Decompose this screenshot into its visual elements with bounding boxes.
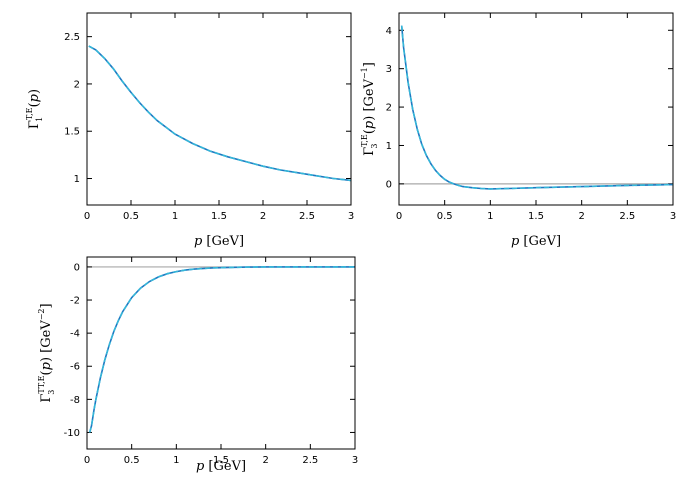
x-tick-label: 1.5 xyxy=(211,211,227,222)
y-label-subscript: 1 xyxy=(35,117,44,122)
y-tick-label: 4 xyxy=(386,26,392,37)
series-line-solid xyxy=(88,266,355,433)
y-label-subscript: 3 xyxy=(47,390,56,395)
x-tick-label: 0 xyxy=(396,211,402,222)
plot-frame xyxy=(86,256,356,450)
y-axis-label: ΓTT,E3 (p) [GeV−2] xyxy=(37,303,56,402)
y-label-argument: (p) xyxy=(27,89,42,107)
x-tick-label: 2 xyxy=(578,211,584,222)
y-tick-label: -2 xyxy=(70,296,80,307)
x-axis-label: p [GeV] xyxy=(511,234,561,249)
y-label-variable: p xyxy=(362,120,377,129)
y-label-unit: ) [GeV xyxy=(362,78,377,120)
x-axis-unit: [GeV] xyxy=(202,234,244,249)
series-line-solid xyxy=(400,25,674,190)
plot-frame xyxy=(86,12,352,206)
y-tick-label: 2.5 xyxy=(64,32,80,43)
y-label-variable: p xyxy=(39,361,54,370)
y-label-superscript: T,E xyxy=(360,134,369,147)
series-line-dashed xyxy=(400,25,674,190)
y-label-superscript: T,E xyxy=(25,107,34,120)
x-axis-label: p [GeV] xyxy=(194,234,244,249)
x-axis-unit: [GeV] xyxy=(519,234,561,249)
series-line-solid xyxy=(88,45,352,182)
y-label-paren-open: ( xyxy=(39,370,54,375)
y-label-gamma: Γ xyxy=(362,147,377,156)
y-tick-label: 0 xyxy=(386,179,392,190)
x-tick-label: 1.5 xyxy=(528,211,544,222)
x-tick-label: 1 xyxy=(173,455,179,466)
y-tick-label: 1 xyxy=(74,174,80,185)
x-axis-variable: p xyxy=(511,234,520,249)
y-label-bracket-close: ] xyxy=(39,303,54,308)
x-tick-label: 3 xyxy=(670,211,676,222)
y-label-bracket-close: ] xyxy=(362,62,377,67)
x-tick-label: 0.5 xyxy=(124,455,140,466)
y-tick-label: 0 xyxy=(74,262,80,273)
y-tick-label: 1 xyxy=(386,141,392,152)
x-tick-label: 0 xyxy=(84,455,90,466)
x-tick-label: 1 xyxy=(172,211,178,222)
y-label-unit-exponent: −2 xyxy=(37,308,46,320)
x-tick-label: 3 xyxy=(348,211,354,222)
y-tick-label: 3 xyxy=(386,64,392,75)
y-label-unit: ) xyxy=(27,89,42,94)
y-label-subscript: 3 xyxy=(370,144,379,149)
y-tick-label: -4 xyxy=(70,329,80,340)
y-label-paren-open: ( xyxy=(27,102,42,107)
x-tick-label: 2.5 xyxy=(619,211,635,222)
x-tick-label: 0.5 xyxy=(437,211,453,222)
y-label-paren-open: ( xyxy=(362,129,377,134)
y-label-gamma: Γ xyxy=(39,394,54,403)
x-axis-variable: p xyxy=(196,459,205,474)
y-tick-label: -10 xyxy=(64,428,80,439)
y-label-superscript: TT,E xyxy=(37,375,46,393)
x-axis-variable: p xyxy=(194,234,203,249)
y-axis-label: ΓT,E3 (p) [GeV−1] xyxy=(360,62,379,156)
y-label-argument: (p) [GeV xyxy=(39,320,54,376)
x-tick-label: 3 xyxy=(352,455,358,466)
x-tick-label: 2.5 xyxy=(299,211,315,222)
x-axis-unit: [GeV] xyxy=(204,459,246,474)
y-axis-label: ΓT,E1 (p) xyxy=(25,89,44,129)
x-tick-label: 2 xyxy=(262,455,268,466)
y-label-argument: (p) [GeV xyxy=(362,78,377,134)
x-tick-label: 1.5 xyxy=(213,455,229,466)
series-line-dashed xyxy=(88,45,352,182)
x-tick-label: 2.5 xyxy=(302,455,318,466)
y-label-unit: ) [GeV xyxy=(39,320,54,362)
y-label-variable: p xyxy=(27,93,42,102)
series-line-dashed xyxy=(88,266,355,433)
y-label-unit-exponent: −1 xyxy=(360,67,369,79)
x-tick-label: 0 xyxy=(84,211,90,222)
x-tick-label: 0.5 xyxy=(123,211,139,222)
y-label-gamma: Γ xyxy=(27,120,42,129)
x-tick-label: 1 xyxy=(487,211,493,222)
y-tick-label: -6 xyxy=(70,362,80,373)
y-tick-label: -8 xyxy=(70,395,80,406)
x-axis-label: p [GeV] xyxy=(196,459,246,474)
y-tick-label: 2 xyxy=(74,79,80,90)
x-tick-label: 2 xyxy=(260,211,266,222)
y-tick-label: 1.5 xyxy=(64,127,80,138)
plot-frame xyxy=(398,12,674,206)
y-tick-label: 2 xyxy=(386,103,392,114)
